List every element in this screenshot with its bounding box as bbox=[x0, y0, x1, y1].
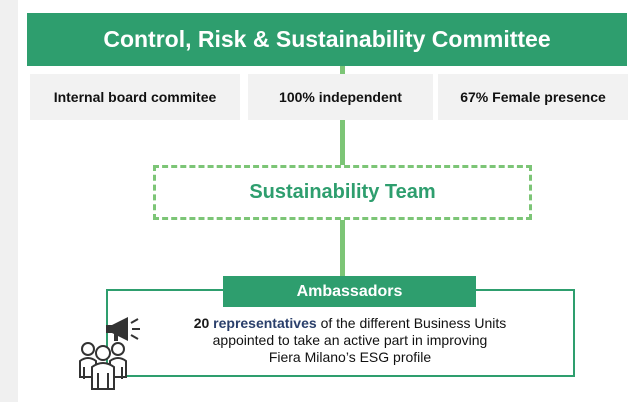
ambassadors-line-3: Fiera Milano’s ESG profile bbox=[268, 349, 432, 365]
connector-team-to-ambassadors bbox=[340, 220, 345, 277]
ambassadors-count: 20 bbox=[193, 315, 210, 331]
ambassador-icon-group bbox=[76, 313, 146, 393]
ambassadors-line-1: 20 representatives of the different Busi… bbox=[150, 315, 550, 332]
ambassadors-header: Ambassadors bbox=[223, 276, 476, 307]
megaphone-icon bbox=[106, 317, 140, 341]
side-strip bbox=[0, 0, 18, 402]
connector-boxes-to-team bbox=[340, 120, 345, 166]
ambassadors-highlight: representatives bbox=[213, 315, 317, 331]
sustainability-team-label: Sustainability Team bbox=[249, 181, 436, 203]
fact-independence: 100% independent bbox=[248, 74, 433, 120]
ambassadors-description: 20 representatives of the different Busi… bbox=[150, 315, 550, 366]
connector-title-to-boxes bbox=[340, 64, 345, 76]
fact-internal-board: Internal board commitee bbox=[30, 74, 240, 120]
ambassadors-line-1-rest: of the different Business Units bbox=[320, 315, 507, 331]
ambassadors-line-2: appointed to take an active part in impr… bbox=[212, 332, 488, 348]
fact-female-presence: 67% Female presence bbox=[438, 74, 628, 120]
committee-title: Control, Risk & Sustainability Committee bbox=[27, 13, 627, 66]
people-group-icon bbox=[79, 317, 140, 390]
sustainability-team-box: Sustainability Team bbox=[153, 165, 532, 220]
